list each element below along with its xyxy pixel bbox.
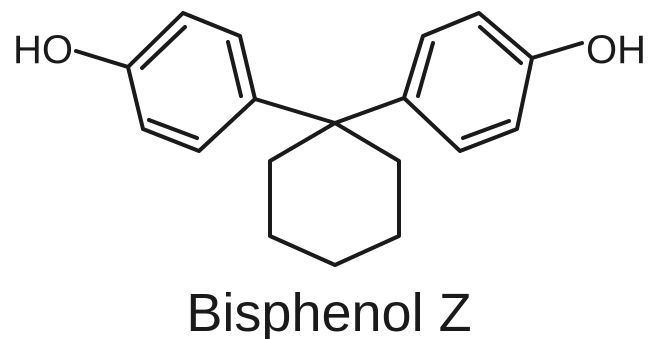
- left-ring-double-bond-2: [226, 40, 243, 98]
- left-phenol-ring: [126, 11, 257, 153]
- compound-name-label: Bisphenol Z: [186, 283, 471, 339]
- right-ring-double-bond-3: [461, 119, 511, 140]
- left-aryl-to-quaternary-bond: [253, 97, 337, 125]
- right-hydroxyl-bond: [530, 41, 584, 60]
- right-hydroxyl-label: OH: [586, 28, 646, 72]
- left-hydroxyl-bond: [74, 49, 130, 69]
- right-aryl-to-quaternary-bond: [333, 96, 406, 125]
- left-hydroxyl-label: HO: [13, 28, 73, 72]
- left-ring-double-bond-3: [147, 118, 199, 140]
- right-phenol-ring: [402, 11, 534, 153]
- cyclohexane-ring: [268, 121, 401, 267]
- left-ring-double-bond-1: [140, 25, 187, 70]
- right-ring-double-bond-1: [416, 41, 435, 98]
- right-ring-double-bond-2: [478, 25, 523, 65]
